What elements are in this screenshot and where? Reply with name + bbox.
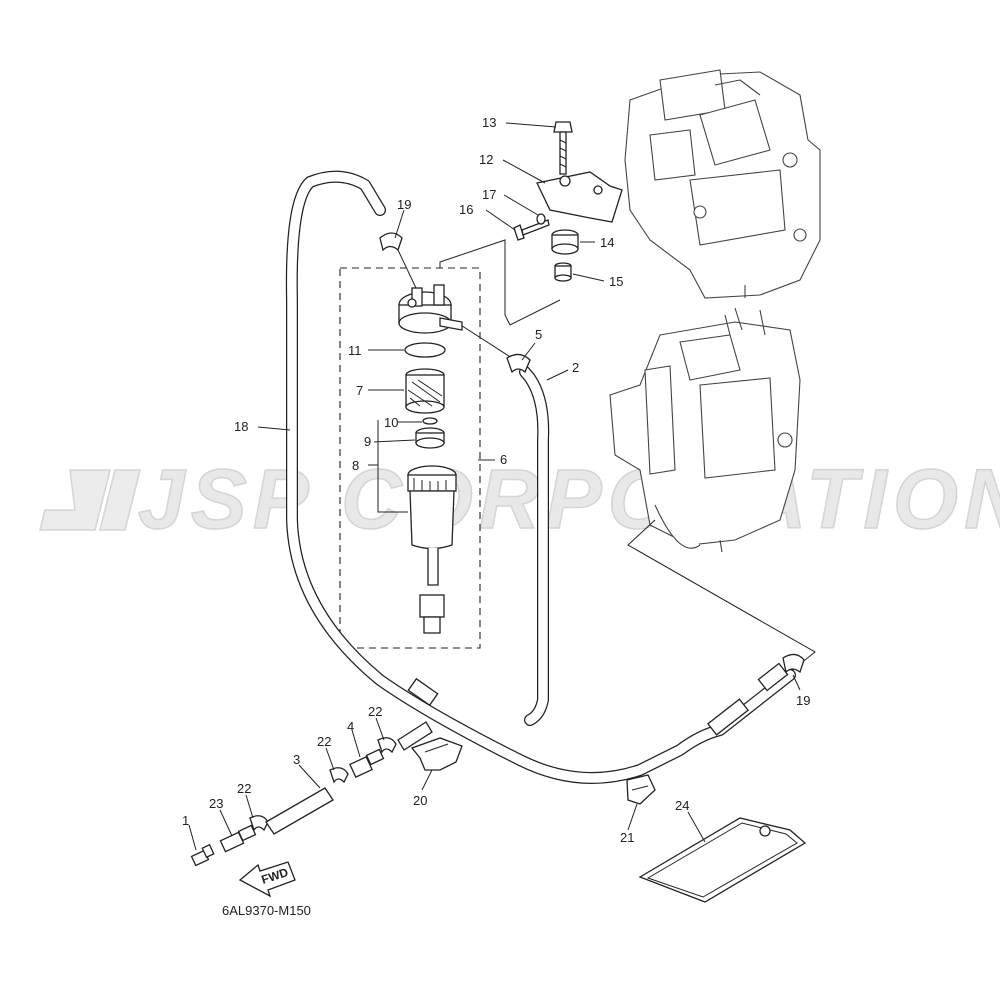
callout-14: 14 — [600, 235, 614, 250]
grommet-14 — [551, 229, 579, 255]
callout-19-lower: 19 — [796, 693, 810, 708]
callout-labels: 13 12 17 16 19 14 15 5 11 2 7 10 18 9 6 … — [182, 115, 810, 845]
clip-22-c — [377, 737, 397, 754]
diagram-code: 6AL9370-M150 — [222, 903, 311, 918]
bolt-13 — [553, 121, 573, 175]
callout-8: 8 — [352, 458, 359, 473]
callout-5: 5 — [535, 327, 542, 342]
filter-element-7 — [405, 368, 445, 414]
joint-23 — [219, 824, 257, 853]
clip-22-a — [249, 815, 269, 832]
filter-cup-8 — [407, 465, 457, 634]
callout-4: 4 — [347, 719, 354, 734]
callout-7: 7 — [356, 383, 363, 398]
o-ring-10 — [422, 417, 438, 425]
leader-lines — [188, 122, 801, 851]
hoses — [285, 170, 796, 784]
bracket-12 — [536, 171, 623, 223]
callout-3: 3 — [293, 752, 300, 767]
callout-12: 12 — [479, 152, 493, 167]
callout-11: 11 — [348, 343, 362, 358]
engine-upper-assembly — [624, 69, 821, 299]
callout-17: 17 — [482, 187, 496, 202]
float-9 — [415, 427, 445, 449]
washer-17 — [536, 213, 546, 225]
callout-18: 18 — [234, 419, 248, 434]
collar-15 — [554, 262, 572, 282]
watermark-text: JSP CORPORATION — [138, 452, 1000, 546]
hose-end — [397, 721, 433, 751]
callout-21: 21 — [620, 830, 634, 845]
callout-1: 1 — [182, 813, 189, 828]
callout-2: 2 — [572, 360, 579, 375]
hose-3 — [265, 787, 334, 835]
clamp-5 — [506, 353, 531, 374]
joint-4 — [349, 748, 385, 779]
watermark: JSP CORPORATION — [39, 451, 1000, 547]
fwd-arrow-icon: FWD — [238, 861, 296, 898]
callout-6: 6 — [500, 452, 507, 467]
o-ring-11 — [404, 342, 446, 358]
callout-15: 15 — [609, 274, 623, 289]
clamp-21 — [626, 774, 656, 805]
callout-20: 20 — [413, 793, 427, 808]
fuel-filter-head — [398, 284, 463, 334]
callout-19-upper: 19 — [397, 197, 411, 212]
clip-20 — [410, 737, 463, 771]
callout-22-c: 22 — [368, 704, 382, 719]
sheet-24 — [638, 817, 807, 903]
clip-22-b — [329, 767, 349, 784]
clamp-19-upper — [379, 232, 403, 252]
callout-9: 9 — [364, 434, 371, 449]
vapor-separator-assembly — [609, 307, 801, 553]
watermark-logo — [39, 469, 141, 531]
callout-10: 10 — [384, 415, 398, 430]
callout-22-a: 22 — [237, 781, 251, 796]
filter-assembly-group-box — [339, 267, 481, 649]
callout-23: 23 — [209, 796, 223, 811]
clamp-19-lower — [782, 653, 805, 674]
callout-16: 16 — [459, 202, 473, 217]
filter-outlet-line — [455, 321, 516, 361]
plug-1 — [190, 843, 215, 867]
mount-bracket-connection-line — [439, 239, 561, 326]
callout-24: 24 — [675, 798, 689, 813]
callout-22-b: 22 — [317, 734, 331, 749]
callout-13: 13 — [482, 115, 496, 130]
